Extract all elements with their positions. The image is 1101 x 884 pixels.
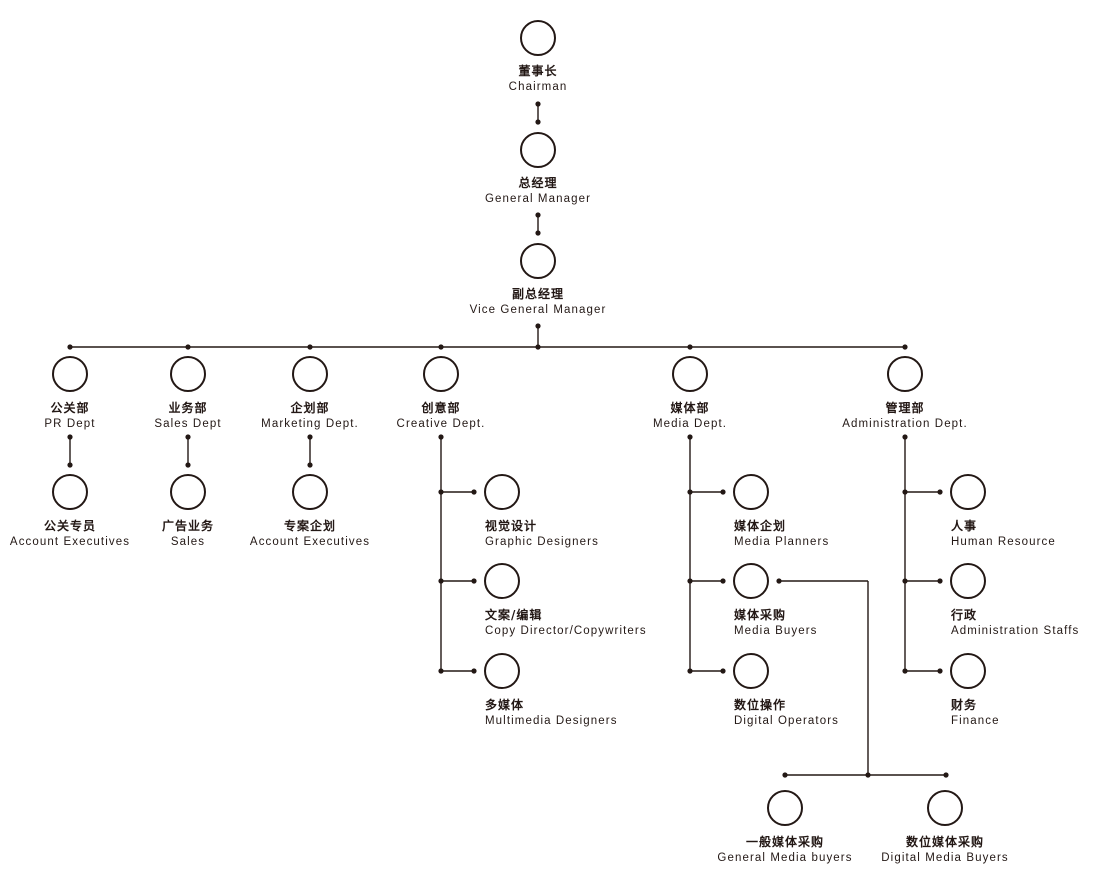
media-node-chinese-title: 媒体企划 [734, 519, 787, 533]
department-node-english-title: Sales Dept [154, 418, 222, 430]
child-node-english-title: Account Executives [9, 536, 131, 548]
buyer-node-english-title: Digital Media Buyers [881, 852, 1009, 864]
child-node-chinese-title: 广告业务 [161, 519, 215, 533]
connector-dot [902, 344, 908, 350]
creative-node-chinese-title: 文案/编辑 [485, 608, 543, 622]
position-node-circle [767, 790, 803, 826]
buyer-node-chinese-title: 一般媒体采购 [745, 835, 825, 849]
position-node-circle [520, 132, 556, 168]
creative-node-chinese-title: 视觉设计 [485, 519, 538, 533]
department-node-english-title: Marketing Dept. [261, 418, 359, 430]
top-node-1-chinese-title: 总经理 [518, 176, 558, 190]
position-node-circle [170, 356, 206, 392]
position-node-circle [423, 356, 459, 392]
connector-dot [943, 772, 949, 778]
media-node-english-title: Digital Operators [734, 715, 839, 727]
top-node-0-english-title: Chairman [508, 81, 568, 93]
position-node-circle [52, 474, 88, 510]
media-node-chinese-title: 数位操作 [734, 698, 787, 712]
position-node-circle [733, 474, 769, 510]
admin-node-chinese-title: 人事 [951, 519, 978, 533]
department-node-chinese-title: 公关部 [50, 401, 90, 415]
admin-node-english-title: Administration Staffs [951, 625, 1080, 637]
buyer-node-chinese-title: 数位媒体采购 [905, 835, 985, 849]
position-node-circle [950, 474, 986, 510]
department-node-chinese-title: 企划部 [290, 401, 330, 415]
position-node-circle [292, 474, 328, 510]
connector-dot [687, 344, 693, 350]
media-node-english-title: Media Planners [734, 536, 830, 548]
department-node-chinese-title: 业务部 [168, 401, 208, 415]
creative-node-chinese-title: 多媒体 [485, 698, 525, 712]
position-node-circle [484, 653, 520, 689]
creative-node-english-title: Copy Director/Copywriters [485, 625, 647, 637]
position-node-circle [484, 563, 520, 599]
position-node-circle [733, 563, 769, 599]
connector-dot [865, 772, 871, 778]
connector-dot [438, 344, 444, 350]
connector-dot [535, 344, 541, 350]
admin-node-english-title: Human Resource [951, 536, 1056, 548]
position-node-circle [950, 563, 986, 599]
position-node-circle [520, 243, 556, 279]
position-node-circle [52, 356, 88, 392]
creative-node-english-title: Graphic Designers [485, 536, 599, 548]
child-node-english-title: Account Executives [249, 536, 371, 548]
child-node-english-title: Sales [170, 536, 206, 548]
connector-dot [67, 344, 73, 350]
admin-node-english-title: Finance [951, 715, 1000, 727]
buyer-node-english-title: General Media buyers [717, 852, 853, 864]
department-node-chinese-title: 媒体部 [670, 401, 710, 415]
position-node-circle [292, 356, 328, 392]
media-node-english-title: Media Buyers [734, 625, 818, 637]
department-node-english-title: Creative Dept. [396, 418, 486, 430]
connector-dot [307, 344, 313, 350]
department-node-chinese-title: 创意部 [421, 401, 461, 415]
top-node-1-english-title: General Manager [485, 193, 591, 205]
position-node-circle [927, 790, 963, 826]
top-node-2-english-title: Vice General Manager [469, 304, 607, 316]
position-node-circle [484, 474, 520, 510]
creative-node-english-title: Multimedia Designers [485, 715, 618, 727]
admin-node-chinese-title: 财务 [951, 698, 978, 712]
position-node-circle [672, 356, 708, 392]
department-node-english-title: Administration Dept. [842, 418, 968, 430]
connector-dot [782, 772, 788, 778]
position-node-circle [887, 356, 923, 392]
child-node-chinese-title: 公关专员 [43, 519, 97, 533]
position-node-circle [733, 653, 769, 689]
position-node-circle [950, 653, 986, 689]
department-node-english-title: Media Dept. [652, 418, 728, 430]
top-node-2-chinese-title: 副总经理 [511, 287, 565, 301]
connector-dot [185, 344, 191, 350]
position-node-circle [170, 474, 206, 510]
department-node-chinese-title: 管理部 [885, 401, 925, 415]
media-node-chinese-title: 媒体采购 [734, 608, 787, 622]
position-node-circle [520, 20, 556, 56]
department-node-english-title: PR Dept [44, 418, 96, 430]
top-node-0-chinese-title: 董事长 [518, 64, 558, 78]
child-node-chinese-title: 专案企划 [283, 519, 337, 533]
admin-node-chinese-title: 行政 [951, 608, 978, 622]
